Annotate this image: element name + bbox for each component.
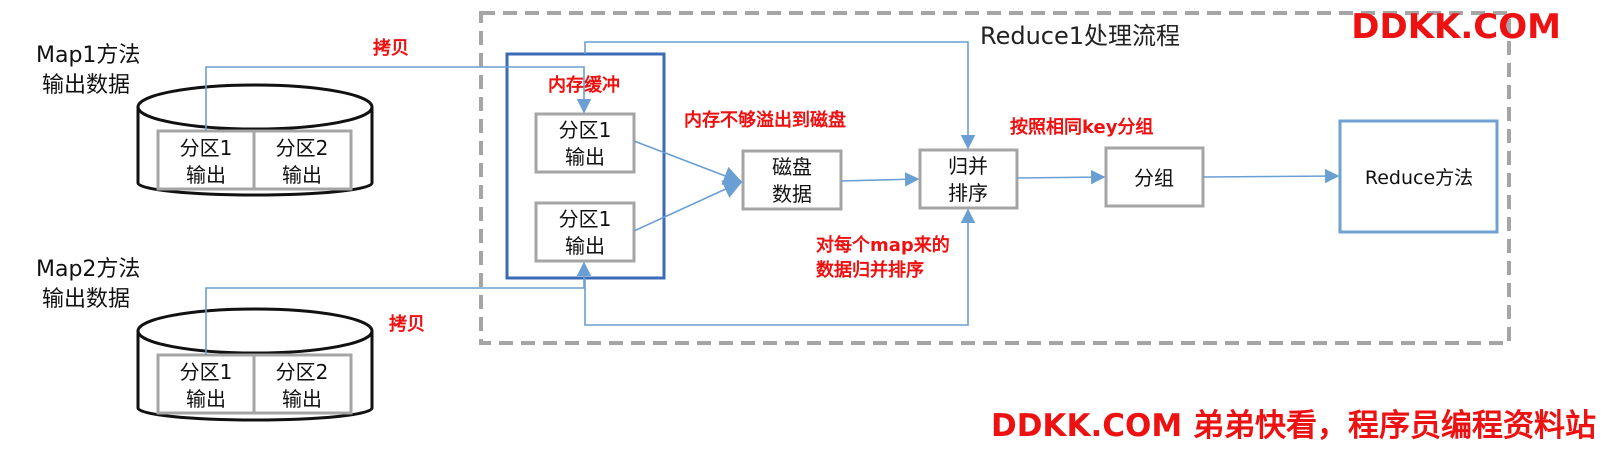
map1-partition-1-line1: 分区1 xyxy=(180,136,233,160)
memory-buffer-slot-2-line1: 分区1 xyxy=(559,207,612,231)
reduce-method-box: Reduce方法 xyxy=(1338,119,1499,234)
disk-data-line2: 数据 xyxy=(772,182,812,206)
disk-to-merge-arrow xyxy=(840,172,920,187)
copy-label-bottom: 拷贝 xyxy=(389,314,425,335)
map1-title-line1: Map1方法 xyxy=(36,43,140,68)
merge-to-group-arrow xyxy=(1016,169,1106,185)
copy-arrow-map1 xyxy=(205,66,592,131)
grouping-label: 分组 xyxy=(1134,166,1174,190)
grouping-box: 分组 xyxy=(1104,146,1205,208)
map2-title-line2: 输出数据 xyxy=(42,287,130,312)
disk-data-line1: 磁盘 xyxy=(772,155,812,179)
map2-partition-1-line2: 输出 xyxy=(186,387,226,411)
memory-buffer-slot-1-line1: 分区1 xyxy=(559,118,612,142)
buffer-to-merge-bottom xyxy=(584,208,976,326)
map1-partition-1-line2: 输出 xyxy=(186,163,226,187)
watermark-bottom: DDKK.COM 弟弟快看，程序员编程资料站 xyxy=(991,408,1596,444)
disk-data-box: 磁盘 数据 xyxy=(741,149,843,211)
map2-partition-2: 分区2 输出 xyxy=(252,353,353,415)
buffer-to-merge-top xyxy=(584,41,976,150)
map2-partition-1-line1: 分区1 xyxy=(180,360,233,384)
merge-each-label-line2: 数据归并排序 xyxy=(816,259,924,281)
map1-partition-2: 分区2 输出 xyxy=(252,129,353,191)
merge-sort-box: 归并 排序 xyxy=(918,148,1019,210)
merge-each-label-line1: 对每个map来的 xyxy=(816,234,950,256)
spill-line-1 xyxy=(633,140,743,185)
merge-sort-line2: 排序 xyxy=(948,181,988,205)
map2-partition-2-line1: 分区2 xyxy=(276,360,329,384)
watermark-top: DDKK.COM xyxy=(1351,7,1561,47)
spill-label: 内存不够溢出到磁盘 xyxy=(684,109,846,131)
copy-label-top: 拷贝 xyxy=(373,38,409,59)
group-by-key-label: 按照相同key分组 xyxy=(1010,116,1153,138)
memory-buffer-slot-1: 分区1 输出 xyxy=(534,112,636,174)
map2-partition-2-line2: 输出 xyxy=(282,387,322,411)
spill-line-2 xyxy=(633,180,743,232)
memory-buffer-slot-1-line2: 输出 xyxy=(565,145,605,169)
map1-title-line2: 输出数据 xyxy=(42,73,130,98)
reduce-region-border xyxy=(479,11,1511,345)
connectors xyxy=(205,41,1340,355)
map1-partition-2-line2: 输出 xyxy=(282,163,322,187)
merge-sort-line1: 归并 xyxy=(948,154,988,178)
memory-buffer-slot-2: 分区1 输出 xyxy=(534,201,636,263)
map1-partition-1: 分区1 输出 xyxy=(156,129,256,191)
reduce-region-title: Reduce1处理流程 xyxy=(980,22,1180,50)
memory-buffer-slot-2-line2: 输出 xyxy=(565,234,605,258)
map2-partition-1: 分区1 输出 xyxy=(156,353,256,415)
copy-arrow-map2 xyxy=(205,261,592,355)
group-to-reduce-arrow xyxy=(1202,168,1340,184)
map2-title-line1: Map2方法 xyxy=(36,257,140,282)
map1-partition-2-line1: 分区2 xyxy=(276,136,329,160)
reduce-method-label: Reduce方法 xyxy=(1365,167,1473,189)
